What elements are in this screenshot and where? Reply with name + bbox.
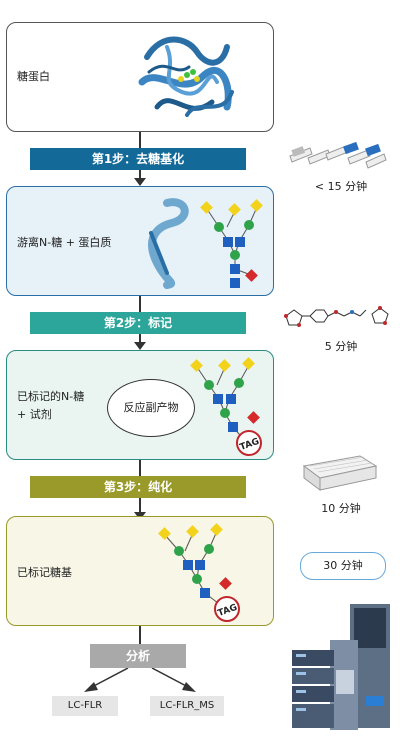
final-glycan-panel: 已标记糖基 TAG — [6, 516, 274, 626]
glycan-structure-image — [200, 199, 263, 288]
glycoprotein-label: 糖蛋白 — [17, 70, 50, 83]
step-3-banner: 第3步：纯化 — [30, 476, 246, 498]
free-glycan-panel: 游离N-糖 + 蛋白质 — [6, 186, 274, 296]
flow-arrow-1-head — [134, 178, 146, 186]
step-2-banner: 第2步：标记 — [30, 312, 246, 334]
tubes-image — [289, 141, 387, 169]
time-step2: 5 分钟 — [324, 340, 358, 353]
free-glycan-label: 游离N-糖 + 蛋白质 — [17, 236, 112, 249]
unfolded-protein-image — [148, 198, 189, 289]
analysis-banner: 分析 — [90, 644, 186, 668]
final-glycan-label: 已标记糖基 — [17, 566, 72, 579]
output-lc-flr-ms: LC-FLR_MS — [150, 696, 224, 716]
labeled-glycan-label-line2: + 试剂 — [17, 408, 52, 421]
step-1-banner: 第1步：去糖基化 — [30, 148, 246, 170]
flow-arrow-2-head — [134, 342, 146, 350]
labeled-glycan-panel: 已标记的N-糖 + 试剂 反应副产物 TAG — [6, 350, 274, 460]
time-analysis: 30 分钟 — [323, 559, 363, 572]
byproduct-ellipse: 反应副产物 — [107, 379, 195, 437]
time-analysis-badge: 30 分钟 — [300, 552, 386, 580]
byproduct-label: 反应副产物 — [123, 401, 179, 414]
time-step3: 10 分钟 — [321, 502, 361, 515]
protein-structure-image — [138, 36, 234, 117]
time-step1: < 15 分钟 — [314, 180, 368, 193]
flow-arrow-4 — [139, 626, 141, 646]
output-lc-flr: LC-FLR — [52, 696, 118, 716]
labeled-glycan-image: TAG — [190, 357, 262, 456]
purified-glycan-image: TAG — [158, 523, 240, 622]
labeled-glycan-label-line1: 已标记的N-糖 — [17, 390, 85, 403]
lc-ms-instrument-image — [292, 604, 390, 730]
analysis-split-arrows — [84, 668, 196, 692]
glycoprotein-panel: 糖蛋白 — [6, 22, 274, 132]
reagent-structure-image — [284, 306, 389, 327]
microplate-image — [302, 455, 378, 491]
